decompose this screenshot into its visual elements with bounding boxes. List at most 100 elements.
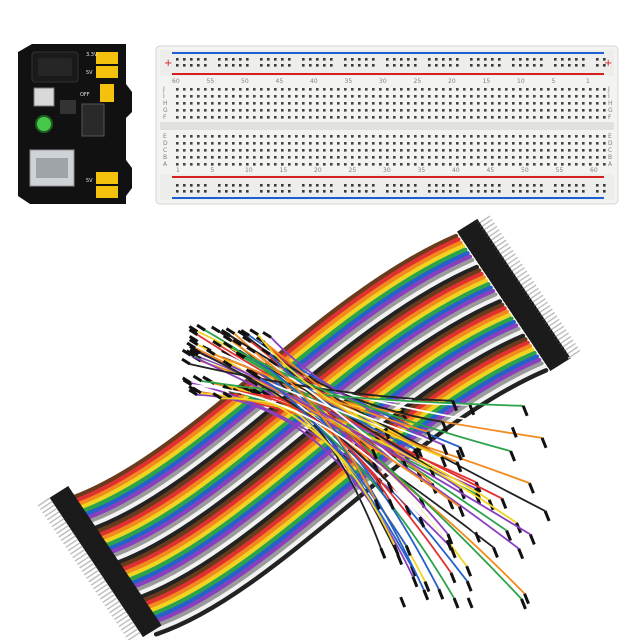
terminal-hole: [323, 135, 326, 138]
terminal-hole: [323, 156, 326, 159]
terminal-hole: [519, 109, 522, 112]
terminal-hole: [218, 116, 221, 119]
rail-hole: [554, 64, 557, 67]
terminal-hole: [512, 116, 515, 119]
jumper-end: [528, 482, 535, 494]
terminal-hole: [351, 149, 354, 152]
jumper-end: [181, 348, 192, 357]
rail-hole: [225, 190, 228, 193]
dupont-pin-left: [93, 580, 106, 590]
terminal-hole: [225, 88, 228, 91]
terminal-hole: [561, 95, 564, 98]
rail-hole: [183, 190, 186, 193]
terminal-hole: [477, 149, 480, 152]
rail-hole: [246, 64, 249, 67]
jumper-end: [404, 545, 412, 557]
terminal-hole: [344, 163, 347, 166]
terminal-hole: [302, 102, 305, 105]
rail-plus-sign-right: +: [604, 58, 612, 69]
row-letter-left: F: [163, 114, 167, 121]
terminal-hole: [428, 95, 431, 98]
terminal-hole: [498, 163, 501, 166]
dupont-pin-right: [535, 301, 549, 311]
terminal-hole: [575, 109, 578, 112]
terminal-hole: [211, 116, 214, 119]
rail-hole: [491, 190, 494, 193]
terminal-hole: [526, 156, 529, 159]
jumper-wire-bundle: [181, 323, 551, 610]
jumper-end: [510, 426, 518, 438]
terminal-hole: [253, 149, 256, 152]
terminal-hole: [386, 102, 389, 105]
terminal-hole: [246, 102, 249, 105]
terminal-hole: [463, 156, 466, 159]
dupont-housing-right: [484, 260, 509, 278]
rail-hole: [274, 184, 277, 187]
terminal-hole: [554, 116, 557, 119]
terminal-hole: [337, 95, 340, 98]
terminal-hole: [218, 95, 221, 98]
rail-hole: [176, 190, 179, 193]
terminal-hole: [421, 135, 424, 138]
terminal-hole: [232, 88, 235, 91]
terminal-hole: [568, 95, 571, 98]
terminal-hole: [365, 142, 368, 145]
rail-hole: [246, 58, 249, 61]
terminal-hole: [323, 95, 326, 98]
ribbon-wire: [98, 285, 493, 554]
jumper-end: [220, 329, 231, 337]
terminal-hole: [204, 135, 207, 138]
terminal-hole: [183, 95, 186, 98]
jumper-end: [387, 498, 395, 510]
dupont-housing-right: [507, 294, 532, 313]
terminal-hole: [505, 156, 508, 159]
terminal-hole: [204, 163, 207, 166]
rail-hole: [218, 184, 221, 187]
jumper-end: [521, 405, 529, 417]
row-letter-right: G: [608, 107, 613, 114]
dupont-housing-left: [121, 592, 144, 610]
jumper-end: [446, 533, 454, 545]
terminal-hole: [260, 88, 263, 91]
terminal-hole: [218, 149, 221, 152]
ribbon-wire: [96, 282, 491, 551]
terminal-hole: [260, 135, 263, 138]
terminal-hole: [568, 156, 571, 159]
terminal-hole: [561, 156, 564, 159]
terminal-hole: [372, 142, 375, 145]
terminal-hole: [498, 156, 501, 159]
rail-hole: [540, 184, 543, 187]
rail-hole: [386, 190, 389, 193]
terminal-hole: [183, 142, 186, 145]
terminal-hole: [512, 149, 515, 152]
terminal-hole: [225, 135, 228, 138]
row-letter-right: D: [608, 140, 613, 147]
rail-hole: [372, 64, 375, 67]
terminal-hole: [540, 116, 543, 119]
rail-hole: [267, 64, 270, 67]
terminal-hole: [281, 135, 284, 138]
dupont-housing-right: [512, 301, 536, 320]
terminal-hole: [540, 102, 543, 105]
rail-hole: [344, 184, 347, 187]
terminal-hole: [239, 135, 242, 138]
terminal-hole: [274, 149, 277, 152]
dupont-pin-left: [37, 497, 51, 507]
terminal-hole: [288, 116, 291, 119]
terminal-hole: [554, 135, 557, 138]
terminal-hole: [435, 135, 438, 138]
terminal-hole: [358, 163, 361, 166]
terminal-hole: [253, 88, 256, 91]
terminal-hole: [442, 135, 445, 138]
terminal-hole: [484, 135, 487, 138]
terminal-hole: [183, 149, 186, 152]
column-number-top: 60: [172, 78, 180, 85]
rail-hole: [596, 64, 599, 67]
rail-hole: [218, 58, 221, 61]
terminal-hole: [505, 95, 508, 98]
rail-hole: [386, 58, 389, 61]
rail-hole: [197, 184, 200, 187]
dupont-housing-left: [88, 544, 111, 562]
rail-hole: [407, 58, 410, 61]
terminal-hole: [323, 102, 326, 105]
